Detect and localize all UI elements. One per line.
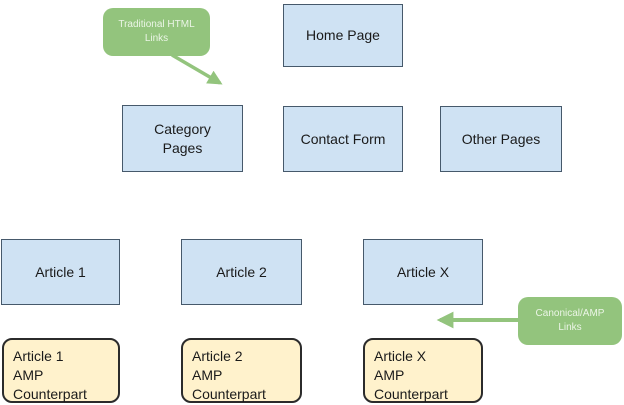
- node-article-x: Article X: [363, 239, 483, 305]
- node-article-x-amp-counterpart: Article X AMP Counterpart: [363, 338, 483, 403]
- node-other-pages: Other Pages: [440, 106, 562, 172]
- traditional-links-arrow: [171, 53, 223, 85]
- callout-traditional-html-links: Traditional HTML Links: [103, 8, 210, 56]
- node-article-2: Article 2: [181, 239, 302, 305]
- node-category-pages: Category Pages: [122, 105, 243, 172]
- node-article-1: Article 1: [1, 239, 120, 305]
- node-article-1-amp-counterpart: Article 1 AMP Counterpart: [2, 338, 120, 403]
- node-home-page: Home Page: [283, 4, 403, 67]
- callout-canonical-amp-links: Canonical/AMP Links: [518, 297, 622, 345]
- node-article-2-amp-counterpart: Article 2 AMP Counterpart: [181, 338, 302, 403]
- node-contact-form: Contact Form: [283, 106, 403, 172]
